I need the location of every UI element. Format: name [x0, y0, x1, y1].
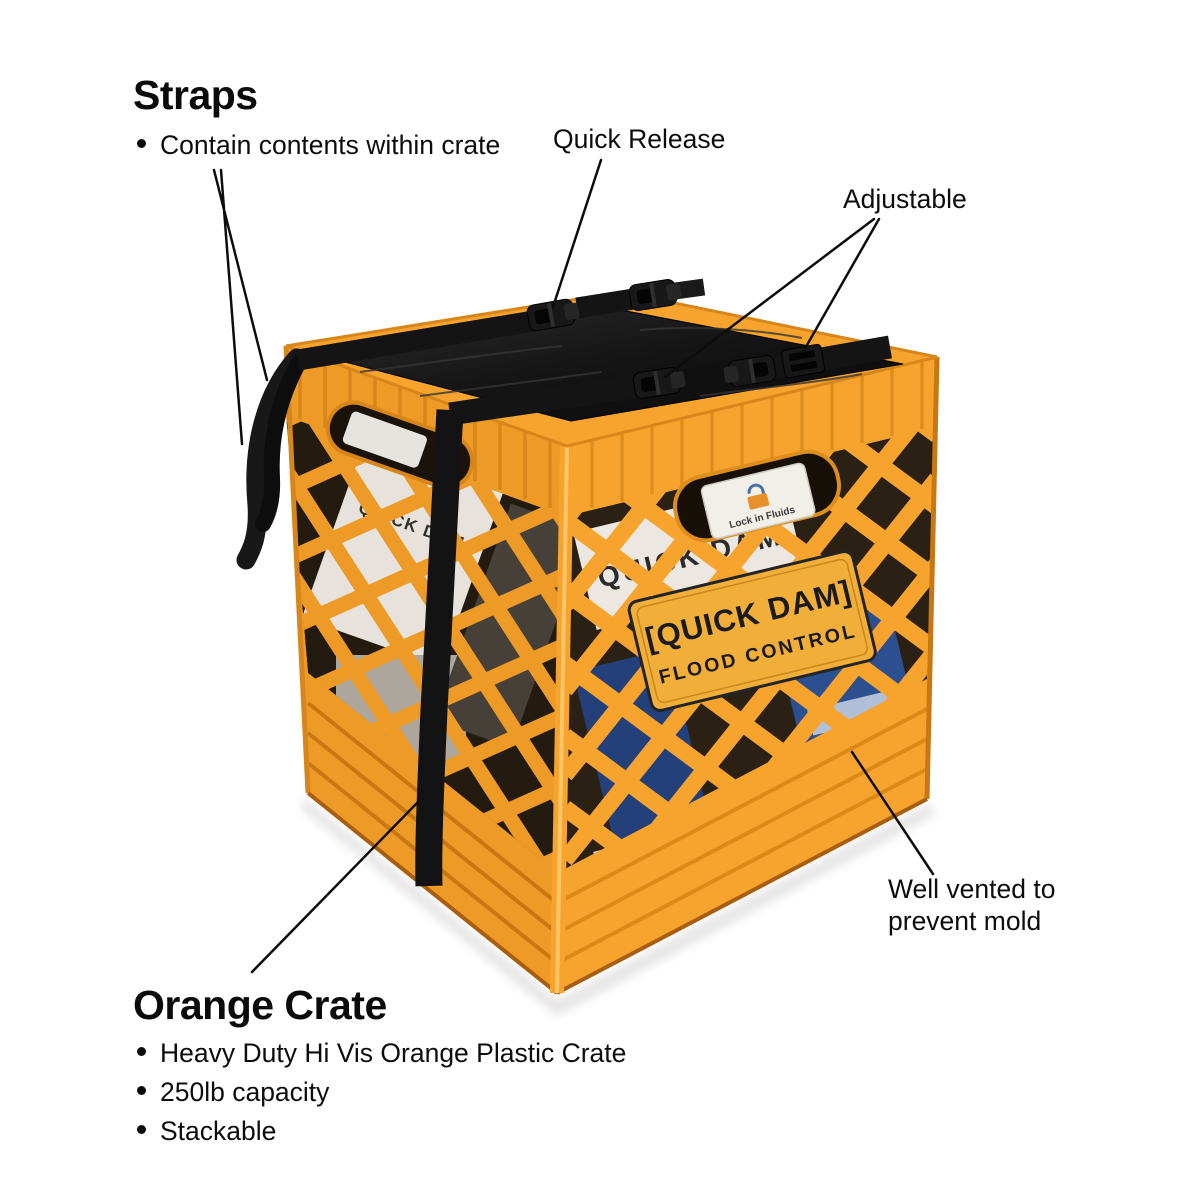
- top-strap-front: [448, 374, 642, 426]
- orange-crate-bullet: Stackable: [133, 1115, 626, 1148]
- bullet-dot: [137, 1086, 146, 1096]
- leader-line-orange-crate: [250, 800, 420, 974]
- callout-adjustable: Adjustable: [843, 184, 967, 214]
- top-strap-back: [296, 310, 536, 371]
- leader-line-straps: [212, 168, 269, 446]
- orange-crate-bullet: 250lb capacity: [133, 1076, 626, 1109]
- side-strap: [415, 409, 464, 887]
- callout-orange-crate: Orange Crate Heavy Duty Hi Vis Orange Pl…: [133, 982, 626, 1148]
- leader-line-well-vented: [850, 750, 935, 876]
- hanging-strap: [236, 348, 307, 570]
- callout-well-vented: Well vented to prevent mold: [888, 874, 1056, 936]
- callout-quick-release: Quick Release: [553, 124, 726, 154]
- front-handle-cutout: Lock in Fluids: [672, 449, 842, 543]
- crate-front-face: QUICK DAM: [556, 356, 940, 995]
- bullet-dot: [137, 1047, 146, 1057]
- leader-lines: [212, 158, 935, 974]
- lock-icon: [747, 483, 766, 495]
- callout-straps: Straps Contain contents within crate: [133, 72, 500, 162]
- ground-shadow: [300, 798, 935, 1016]
- lock-card: Lock in Fluids: [700, 462, 816, 540]
- straps: [236, 277, 892, 887]
- straps-bullet: Contain contents within crate: [133, 129, 500, 162]
- orange-crate-title: Orange Crate: [133, 982, 387, 1028]
- brand-plaque: [QUICK DAM] FLOOD CONTROL: [627, 550, 877, 712]
- leader-line-adjustable: [663, 217, 881, 379]
- leader-line-quick-release: [551, 158, 603, 309]
- orange-crate-bullet: Heavy Duty Hi Vis Orange Plastic Crate: [133, 1037, 626, 1070]
- straps-title: Straps: [133, 72, 258, 118]
- bullet-dot: [137, 139, 146, 149]
- crate: QUICK DAM: [236, 277, 940, 995]
- bullet-dot: [137, 1125, 146, 1135]
